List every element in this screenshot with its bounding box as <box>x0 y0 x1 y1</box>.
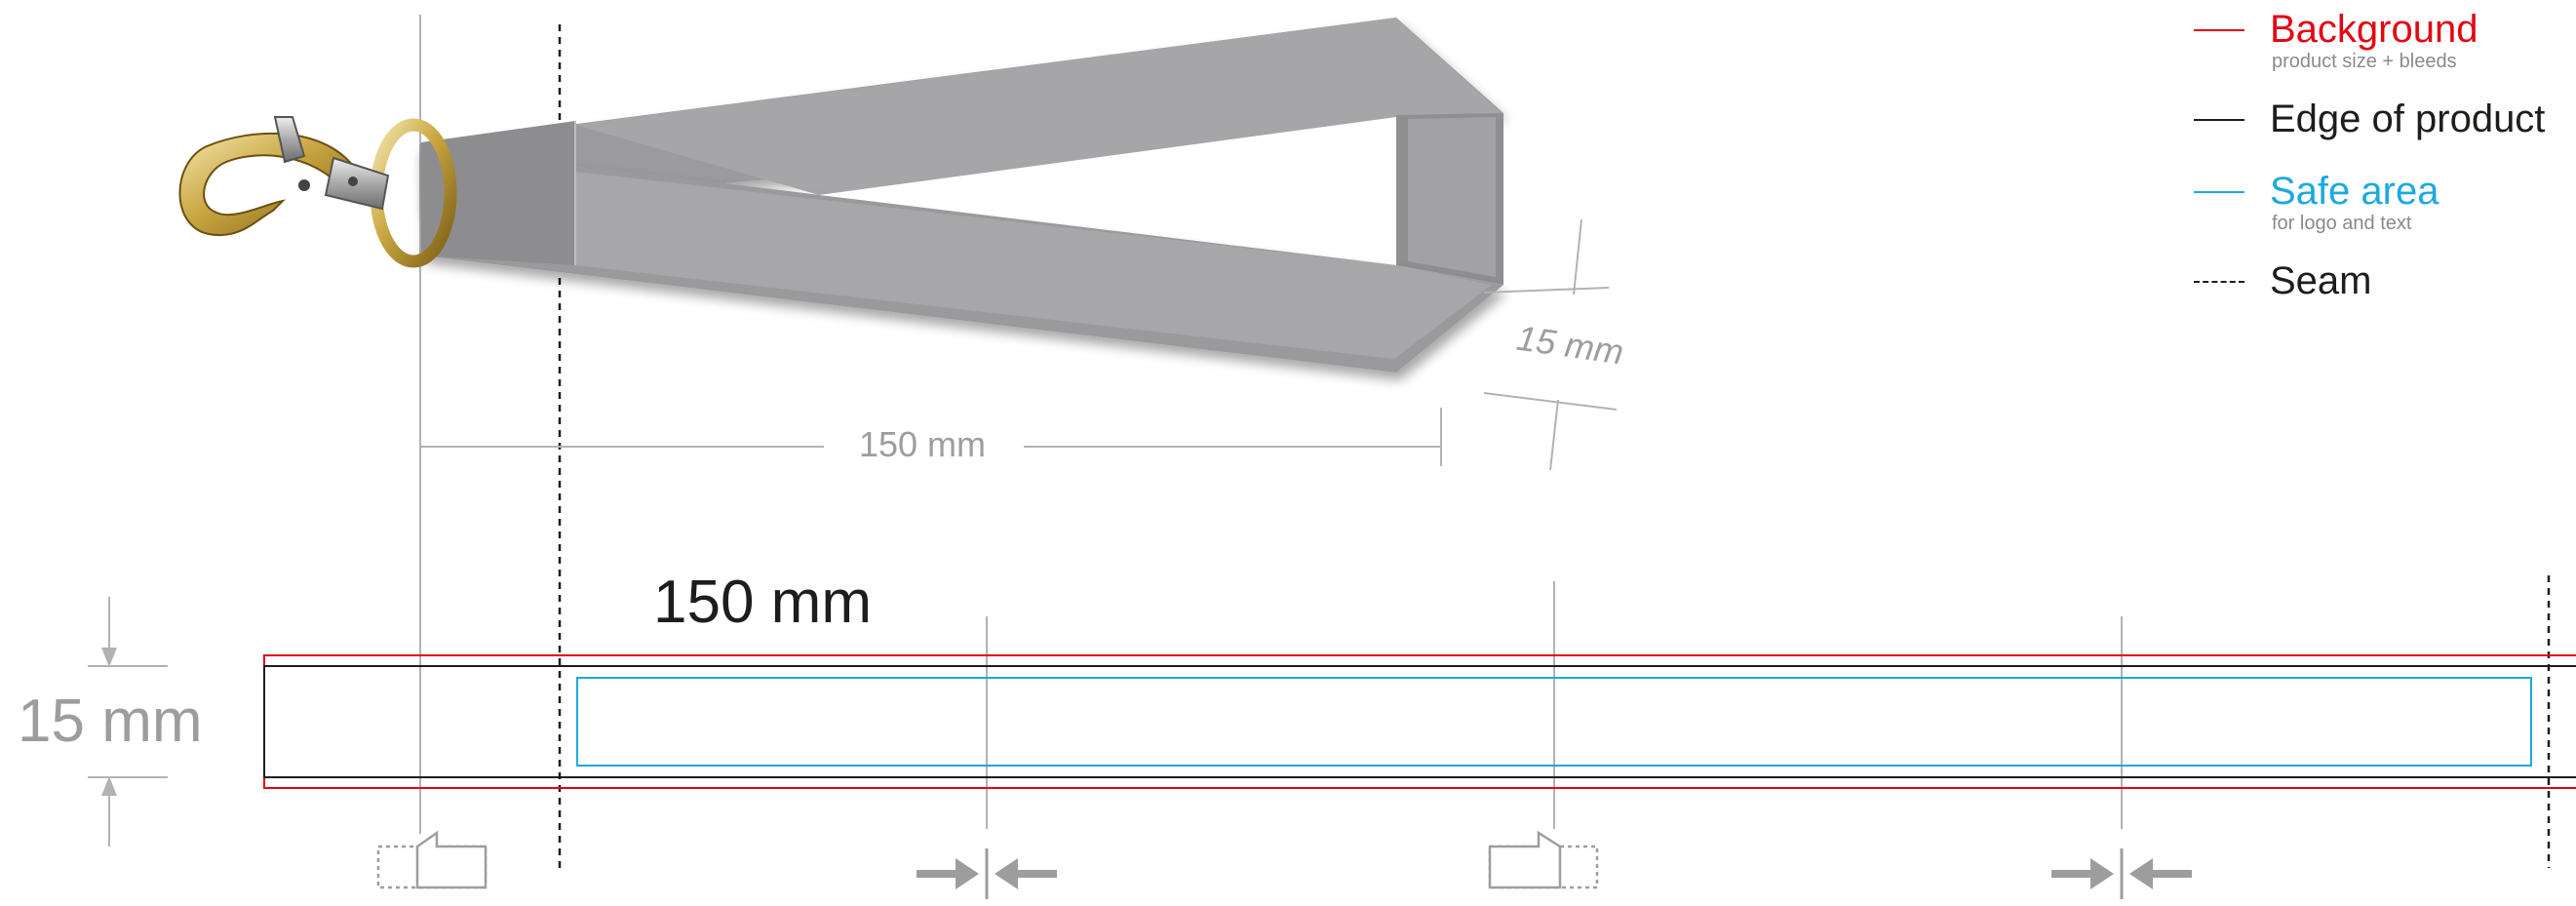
fold-icon <box>1488 830 1599 889</box>
top-height-label: 15 mm <box>1514 318 1626 373</box>
safe-area-outline <box>576 677 2532 767</box>
join-arrows-icon <box>2051 848 2192 899</box>
top-height-dimension: 15 mm <box>1483 218 1626 471</box>
flat-template: 150 mm 15 mm <box>18 569 2576 899</box>
edge-of-product-outline <box>263 665 2576 778</box>
lanyard-clip-icon <box>178 116 457 268</box>
flat-width-label: 150 mm <box>653 569 872 636</box>
legend-title-edge: Edge of product <box>2270 98 2546 140</box>
legend-title-safe-area: Safe area <box>2270 170 2439 213</box>
flat-height-dimension: 15 mm <box>18 597 202 847</box>
top-width-label: 150 mm <box>859 424 986 464</box>
join-arrows-icon <box>917 848 1057 899</box>
legend-line-seam <box>2194 281 2244 283</box>
flat-height-label: 15 mm <box>18 688 202 755</box>
strap-loop-end-face <box>1408 117 1496 277</box>
legend-title-seam: Seam <box>2270 259 2372 302</box>
legend-subtitle-safe-area: for logo and text <box>2272 213 2412 234</box>
legend-line-safe-area <box>2194 191 2244 193</box>
legend-subtitle-background: product size + bleeds <box>2272 51 2457 72</box>
strap-overlap <box>421 121 575 265</box>
fold-icon <box>376 830 488 889</box>
legend-line-background <box>2194 29 2244 31</box>
lanyard-illustration: 150 mm 15 mm <box>178 15 1626 868</box>
legend-title-background: Background <box>2270 8 2478 51</box>
background-bleed-outline <box>263 654 2576 789</box>
strap-gap <box>819 117 1396 261</box>
legend-line-edge <box>2194 119 2244 121</box>
top-width-dimension: 150 mm <box>419 408 1442 466</box>
strap-back-highlight <box>575 18 1502 195</box>
strap-front-face <box>575 172 1492 359</box>
